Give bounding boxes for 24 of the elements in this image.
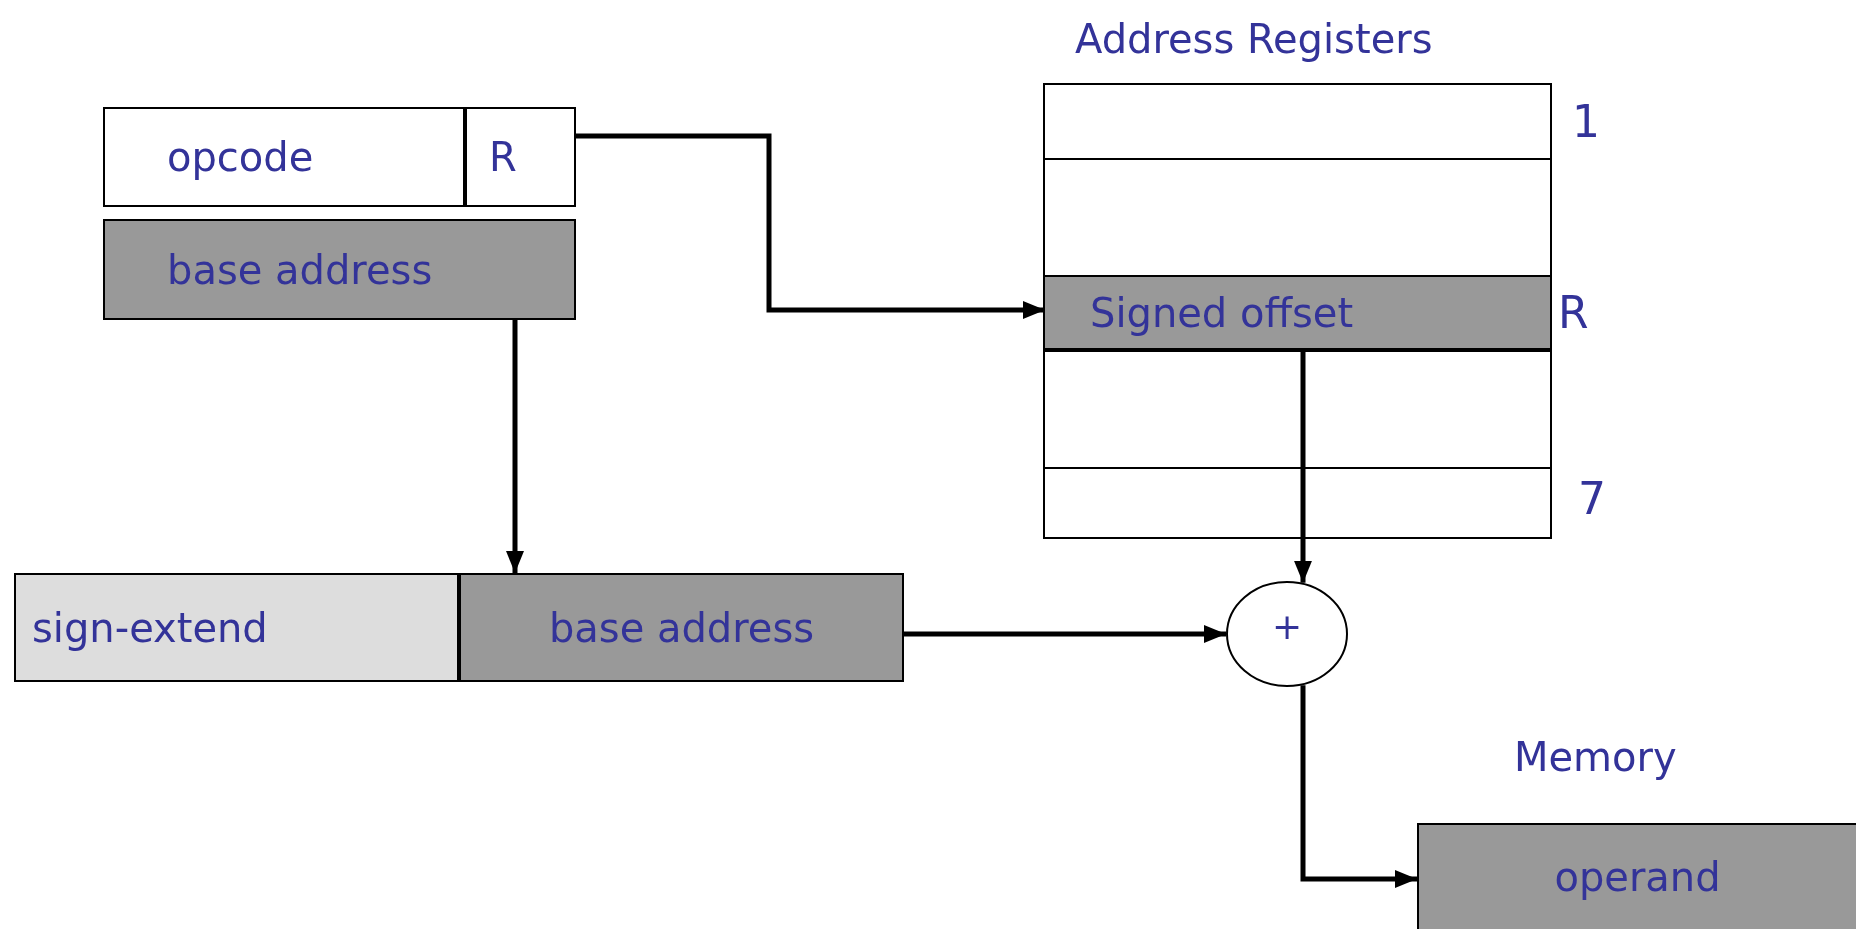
plus-sign: + — [1271, 607, 1303, 647]
arrow — [1300, 685, 1417, 888]
field-label: opcode — [167, 135, 314, 179]
field-label: base address — [167, 247, 433, 292]
arrow — [1294, 350, 1312, 583]
field-label: sign-extend — [32, 605, 268, 650]
adder-circle — [1226, 581, 1348, 687]
heading: Address Registers — [1075, 17, 1433, 61]
register-field — [465, 107, 576, 207]
address-field — [459, 573, 904, 682]
address-field — [103, 219, 576, 320]
field-label: R — [489, 135, 517, 179]
register-number: 1 — [1572, 98, 1600, 147]
heading: Memory — [1514, 735, 1677, 779]
field-label: base address — [548, 605, 815, 650]
field-label: operand — [1554, 855, 1721, 899]
arrow — [506, 320, 524, 573]
opcode-field — [103, 107, 465, 207]
arrow — [904, 625, 1226, 643]
field-label: Signed offset — [1090, 290, 1354, 335]
arrow — [576, 133, 1045, 319]
register-number: 7 — [1578, 475, 1606, 524]
extension-field — [14, 573, 459, 682]
register-number: R — [1558, 288, 1589, 337]
